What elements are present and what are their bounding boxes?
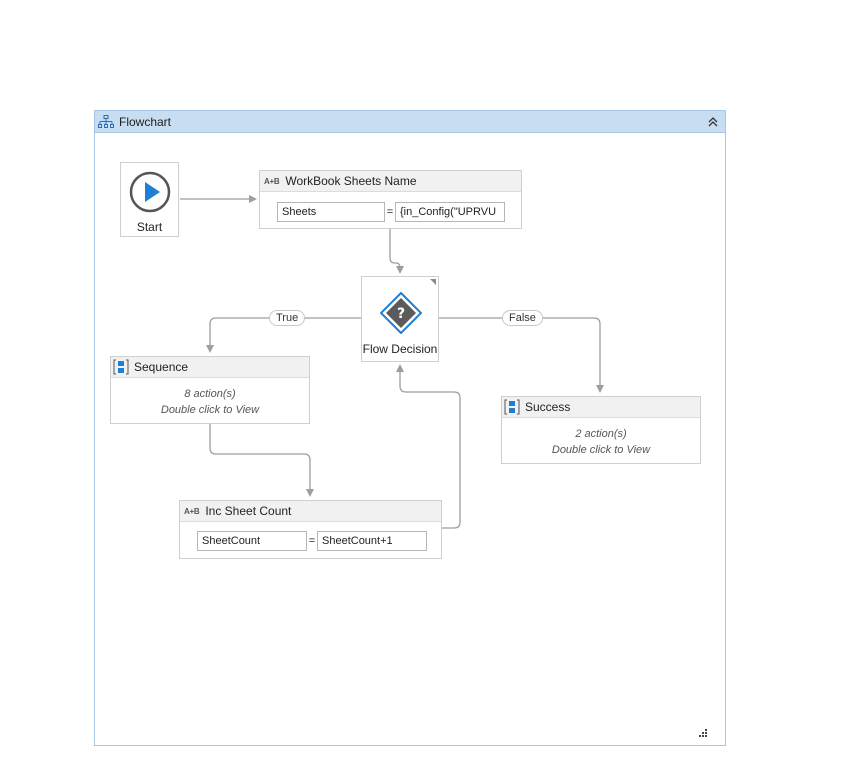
resize-grip-icon[interactable] [697,727,709,739]
decision-label: Flow Decision [362,342,438,356]
success-action-count: 2 action(s) [575,428,627,440]
flow-decision-node[interactable]: ? Flow Decision [361,276,439,362]
sequence-icon [113,359,129,375]
assign-to-field[interactable]: SheetCount [197,531,307,551]
assign-to-field[interactable]: Sheets [277,202,385,222]
success-title: Success [525,400,571,414]
start-node[interactable]: Start [120,162,179,237]
sequence-header: Sequence [111,357,309,378]
sequence-title: Sequence [134,360,189,374]
flowchart-header: Flowchart [95,111,725,133]
sequence-action-count: 8 action(s) [184,388,236,400]
flowchart-icon [97,113,115,131]
assign-value-field[interactable]: SheetCount+1 [317,531,427,551]
assign-title: Inc Sheet Count [205,504,292,518]
success-node[interactable]: Success 2 action(s) Double click to View [501,396,701,464]
true-branch-label: True [269,310,306,326]
decision-icon: ? [379,291,423,339]
assign-icon: A+B [184,506,200,516]
flowchart-title: Flowchart [119,114,172,129]
sequence-node[interactable]: Sequence 8 action(s) Double click to Vie… [110,356,310,424]
assign-inc-sheet-count[interactable]: A+B Inc Sheet Count SheetCount = SheetCo… [179,500,442,559]
svg-text:?: ? [397,306,405,322]
decision-corner-marker [430,279,436,285]
collapse-icon[interactable] [704,113,722,131]
assign-value-field[interactable]: {in_Config("UPRVU [395,202,505,222]
play-icon [121,171,178,218]
false-branch-label: False [502,310,543,326]
success-hint: Double click to View [551,444,651,456]
assign-workbook-sheets[interactable]: A+B WorkBook Sheets Name Sheets = {in_Co… [259,170,522,229]
assign-header: A+B WorkBook Sheets Name [260,171,521,192]
equals-sign: = [308,535,316,547]
assign-title: WorkBook Sheets Name [285,174,417,188]
sequence-icon [504,399,520,415]
start-label: Start [136,220,163,234]
success-header: Success [502,397,700,418]
assign-icon: A+B [264,176,280,186]
assign-header: A+B Inc Sheet Count [180,501,441,522]
sequence-hint: Double click to View [160,404,260,416]
equals-sign: = [386,206,394,218]
